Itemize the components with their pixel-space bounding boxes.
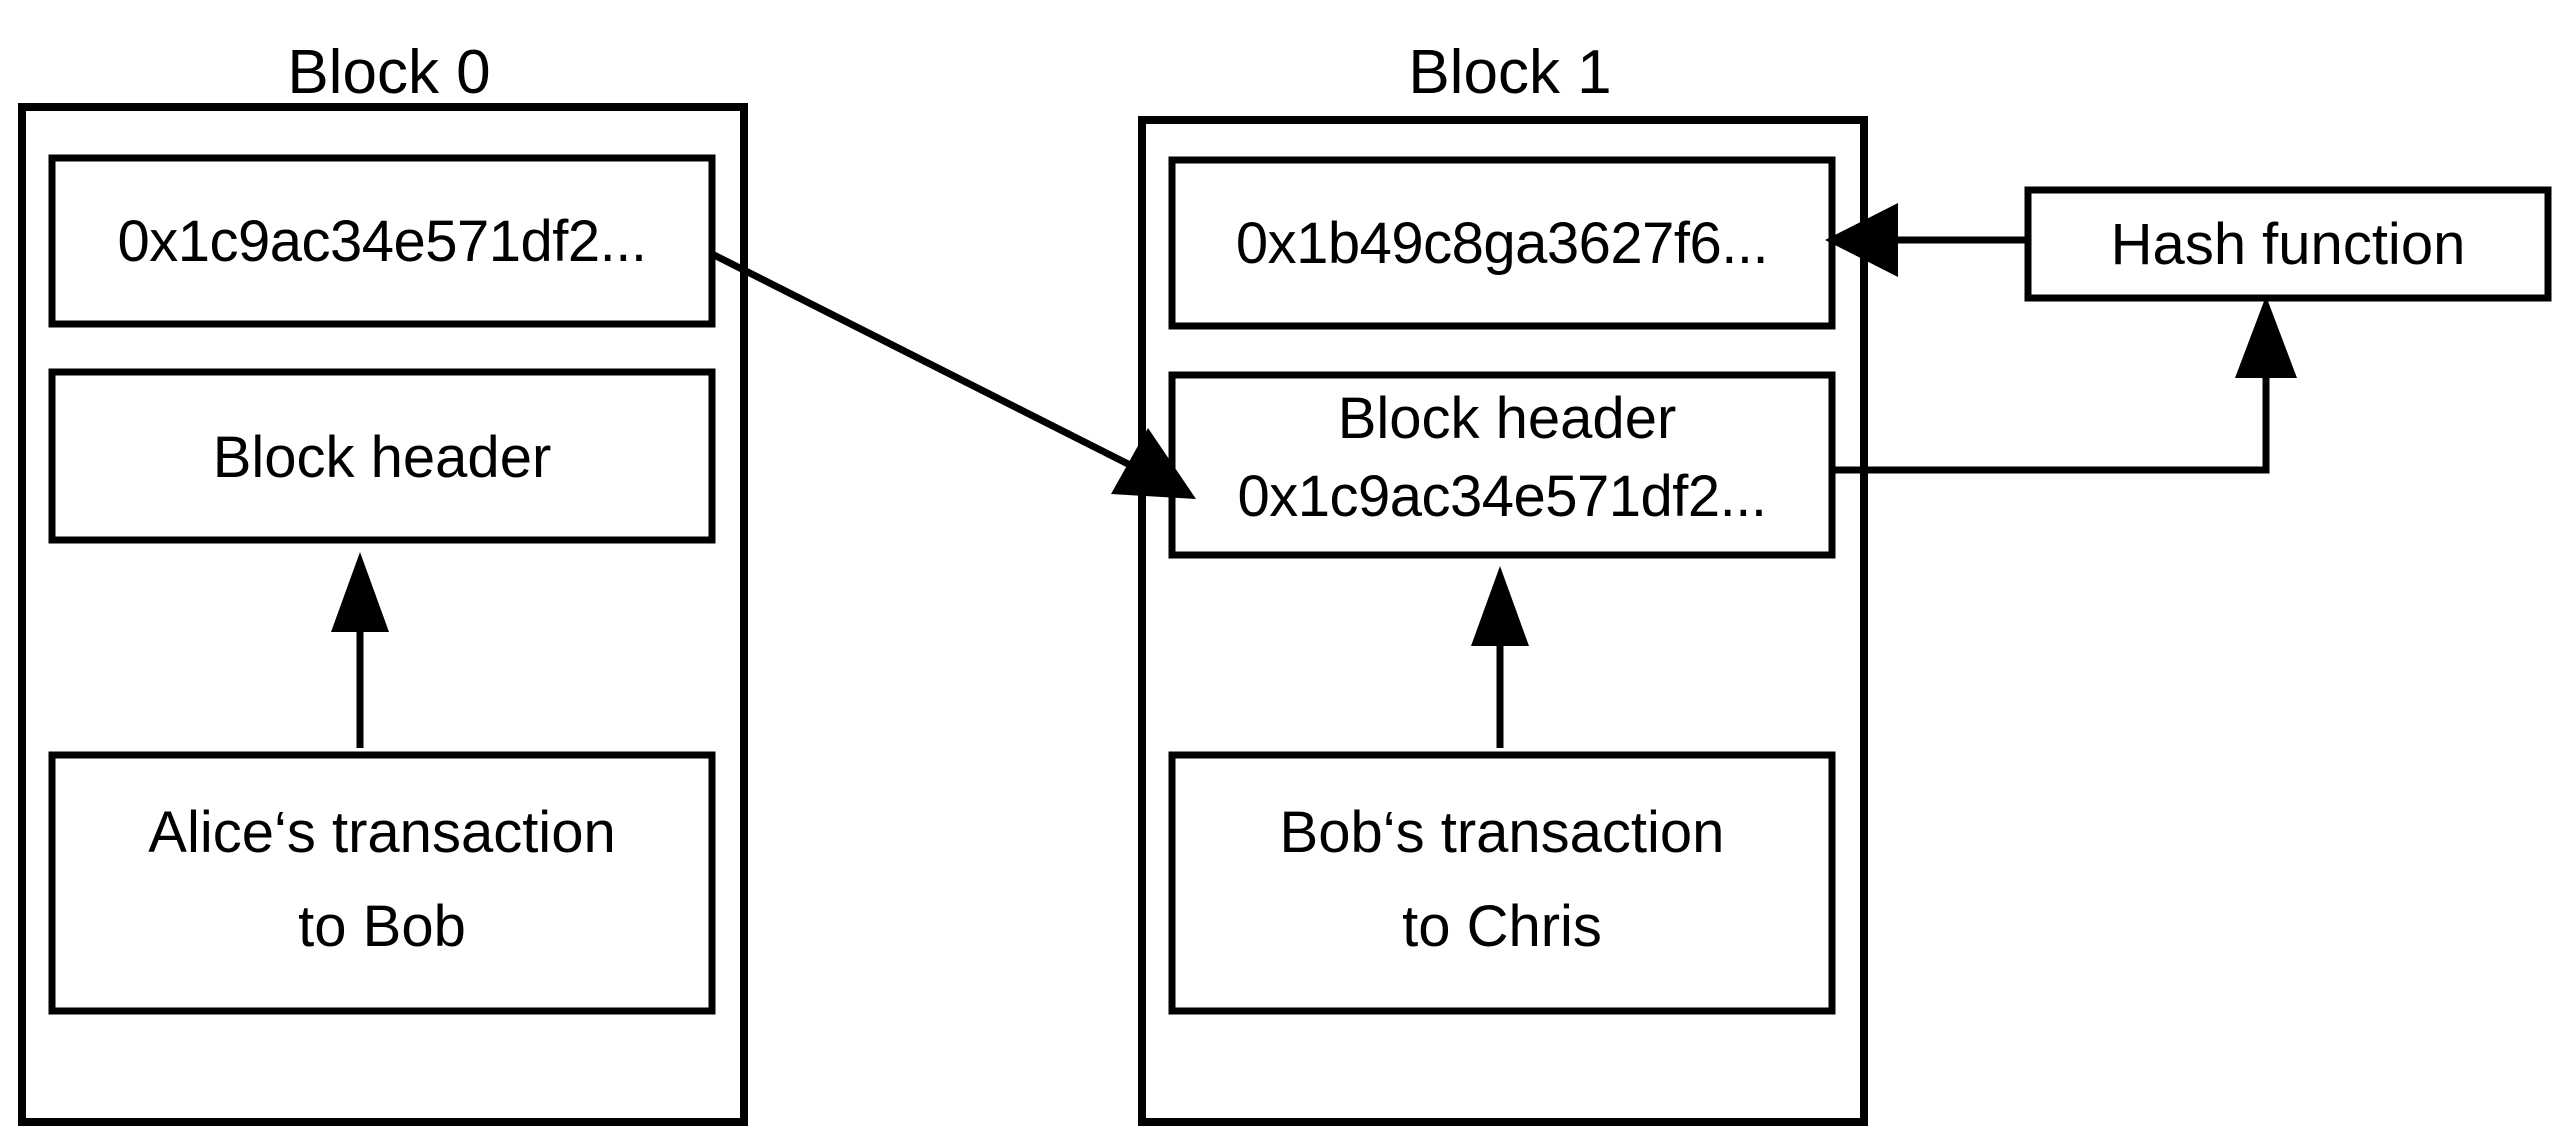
- block1-header-hash-value: 0x1c9ac34e571df2...: [1237, 464, 1766, 529]
- block1-header-to-hashfn-arrowhead: [2235, 296, 2297, 378]
- block0-transaction-line2: to Bob: [298, 894, 466, 959]
- block0-hash-to-block1-header-arrowhead: [1111, 428, 1196, 499]
- block1-transaction-line2: to Chris: [1402, 894, 1602, 959]
- block1-header-to-hashfn-line: [1832, 350, 2270, 474]
- hash-function-label: Hash function: [2111, 212, 2466, 277]
- block1-transaction-box[interactable]: [1168, 751, 1836, 1015]
- block1-transaction-line1: Bob‘s transaction: [1280, 800, 1725, 865]
- block1-transaction-to-header-arrowhead: [1471, 566, 1529, 646]
- block1-hash-value: 0x1b49c8ga3627f6...: [1236, 211, 1768, 276]
- block0-header-box[interactable]: [48, 368, 716, 544]
- block1-header-label: Block header: [1338, 386, 1677, 451]
- block0-hash-box[interactable]: [48, 154, 716, 328]
- block0-hash-to-block1-header-line: [712, 251, 1142, 474]
- block0-hash-value: 0x1c9ac34e571df2...: [117, 209, 646, 274]
- block0-transaction-box[interactable]: [48, 751, 716, 1015]
- hash-function-box[interactable]: [2024, 186, 2552, 302]
- block1-header-box[interactable]: [1168, 371, 1836, 559]
- block0-transaction-to-header-arrowhead: [331, 552, 389, 632]
- block0-transaction-line1: Alice‘s transaction: [148, 800, 615, 865]
- block1-title: Block 1: [1408, 38, 1611, 107]
- block0-title: Block 0: [287, 38, 490, 107]
- hashfn-to-block1-hash-arrowhead: [1825, 203, 1898, 277]
- block0-header-label: Block header: [213, 425, 552, 490]
